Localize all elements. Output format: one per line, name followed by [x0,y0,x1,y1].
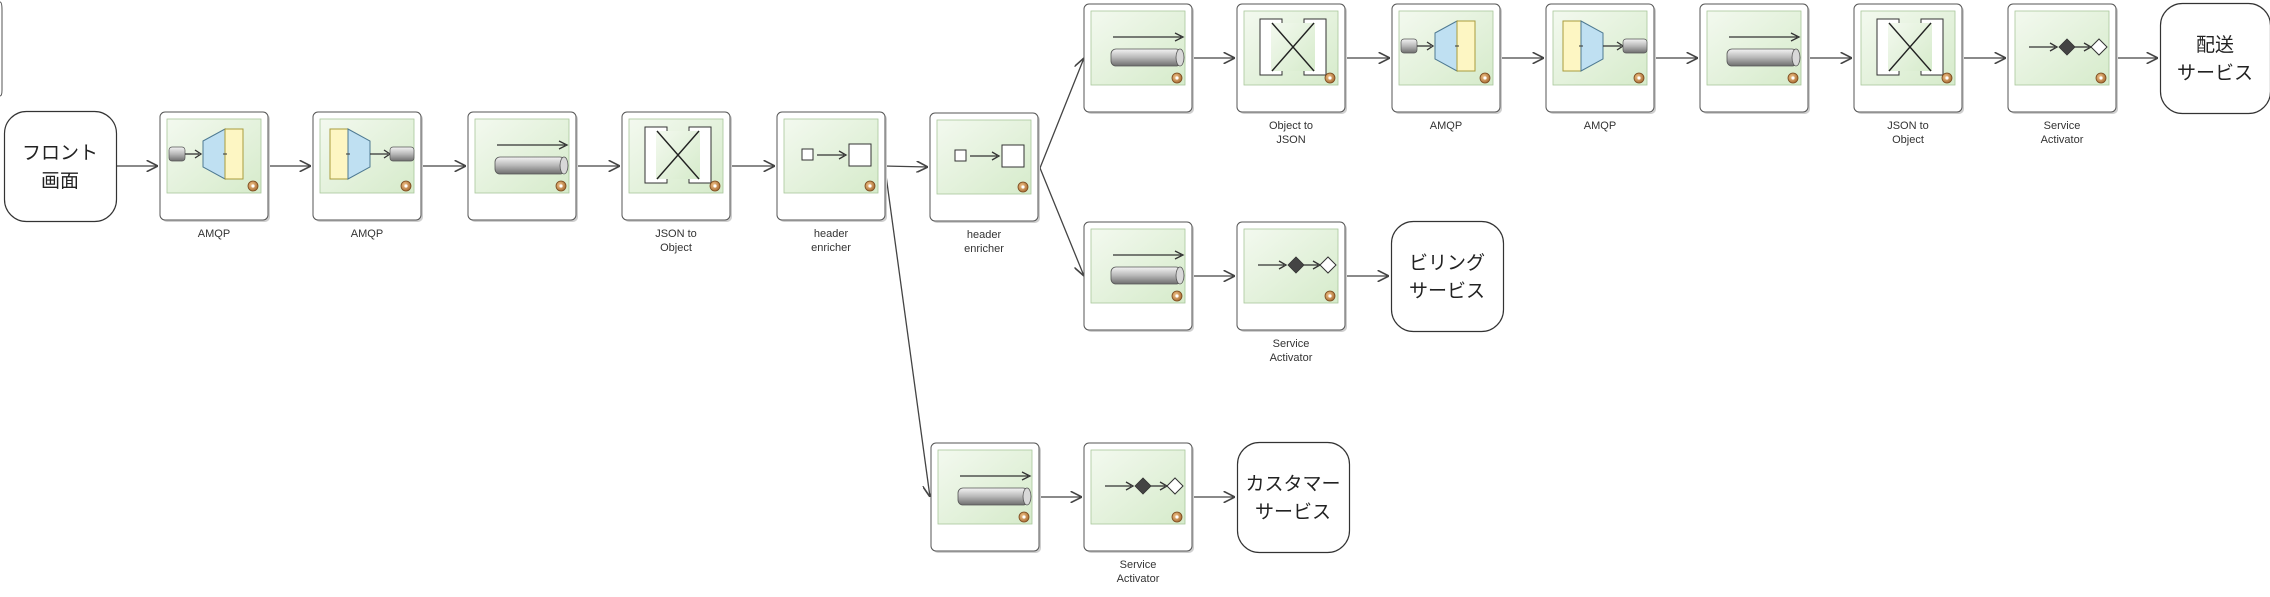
node-caption-line: AMQP [198,228,230,240]
edit-badge-icon [1941,72,1953,84]
channel-node[interactable] [930,442,1041,553]
node-caption-line: Activator [2041,134,2084,146]
edit-badge-icon [1171,290,1183,302]
header-enricher-node[interactable]: header enricher [929,112,1040,255]
json-to-object-transformer-node[interactable]: JSON to Object [1853,3,1964,146]
node-caption-line: JSON to [1887,120,1929,132]
service-label-line: 配送 [2196,34,2234,56]
header-enricher-icon [954,144,1029,193]
node-caption-line: enricher [964,243,1004,255]
channel-icon [1726,32,1801,84]
node-caption-line: Object to [1269,120,1313,132]
node-caption-line: header [814,228,849,240]
json-to-object-transformer-node[interactable]: JSON to Object [621,111,732,254]
amqp-inbound-adapter-node[interactable]: AMQP [1545,3,1656,132]
channel-icon [494,140,569,192]
node-caption-line: Object [660,242,692,254]
transformer-icon [1259,18,1336,84]
amqp-inbound-adapter-icon [329,128,415,192]
service-activator-icon [1258,256,1337,302]
channel-node[interactable] [1083,3,1194,114]
service-label-line: 画面 [41,170,79,192]
header-enricher-icon [801,143,876,192]
service-label-line: カスタマー [1245,473,1340,495]
flow-arrow [1039,167,1084,276]
node-caption-line: Activator [1270,352,1313,364]
service-label-line: サービス [1409,280,1485,302]
node-caption-line: JSON [1276,134,1305,146]
node-caption-line: enricher [811,242,851,254]
flow-arrow [884,166,928,167]
service-activator-icon [1105,477,1184,523]
channel-node[interactable] [1699,3,1810,114]
edit-badge-icon [1017,181,1029,193]
edit-badge-icon [555,180,567,192]
header-enricher-node[interactable]: header enricher [776,111,887,254]
node-caption-line: header [967,229,1002,241]
edit-badge-icon [1787,72,1799,84]
amqp-outbound-adapter-node[interactable]: AMQP [1391,3,1502,132]
service-activator-icon [2029,38,2108,84]
object-to-json-transformer-node[interactable]: Object to JSON [1236,3,1347,146]
channel-node[interactable] [1083,221,1194,332]
edit-badge-icon [1171,511,1183,523]
amqp-inbound-adapter-node[interactable]: AMQP [312,111,423,240]
service-label-line: ビリング [1409,252,1485,274]
transformer-icon [644,126,721,192]
node-caption-line: AMQP [351,228,383,240]
amqp-outbound-adapter-icon [168,128,259,192]
service-label-line: サービス [1255,501,1331,523]
edit-badge-icon [400,180,412,192]
amqp-outbound-adapter-icon [1400,20,1491,84]
edit-badge-icon [2095,72,2107,84]
node-caption-line: Service [1273,338,1310,350]
edit-badge-icon [1633,72,1645,84]
amqp-outbound-adapter-node[interactable]: AMQP [159,111,270,240]
node-caption-line: Service [2044,120,2081,132]
channel-icon [1110,250,1185,302]
node-caption-line: JSON to [655,228,697,240]
node-caption-line: AMQP [1430,120,1462,132]
edit-badge-icon [1171,72,1183,84]
edit-badge-icon [1324,72,1336,84]
edit-badge-icon [864,180,876,192]
channel-node[interactable] [467,111,578,222]
edit-badge-icon [1018,511,1030,523]
node-caption-line: Object [1892,134,1924,146]
amqp-inbound-adapter-icon [1562,20,1648,84]
edit-badge-icon [1324,290,1336,302]
flow-arrow [1039,58,1084,169]
cropped-node-edge [0,1,3,97]
channel-icon [957,471,1032,523]
edit-badge-icon [247,180,259,192]
flow-arrow [884,167,930,497]
node-caption-line: Service [1120,559,1157,571]
service-label-line: フロント [22,142,98,164]
edit-badge-icon [1479,72,1491,84]
edit-badge-icon [709,180,721,192]
transformer-icon [1876,18,1953,84]
flow-connectors [116,58,2158,497]
channel-icon [1110,32,1185,84]
node-caption-line: Activator [1117,573,1160,585]
service-label-line: サービス [2177,62,2253,84]
node-caption-line: AMQP [1584,120,1616,132]
